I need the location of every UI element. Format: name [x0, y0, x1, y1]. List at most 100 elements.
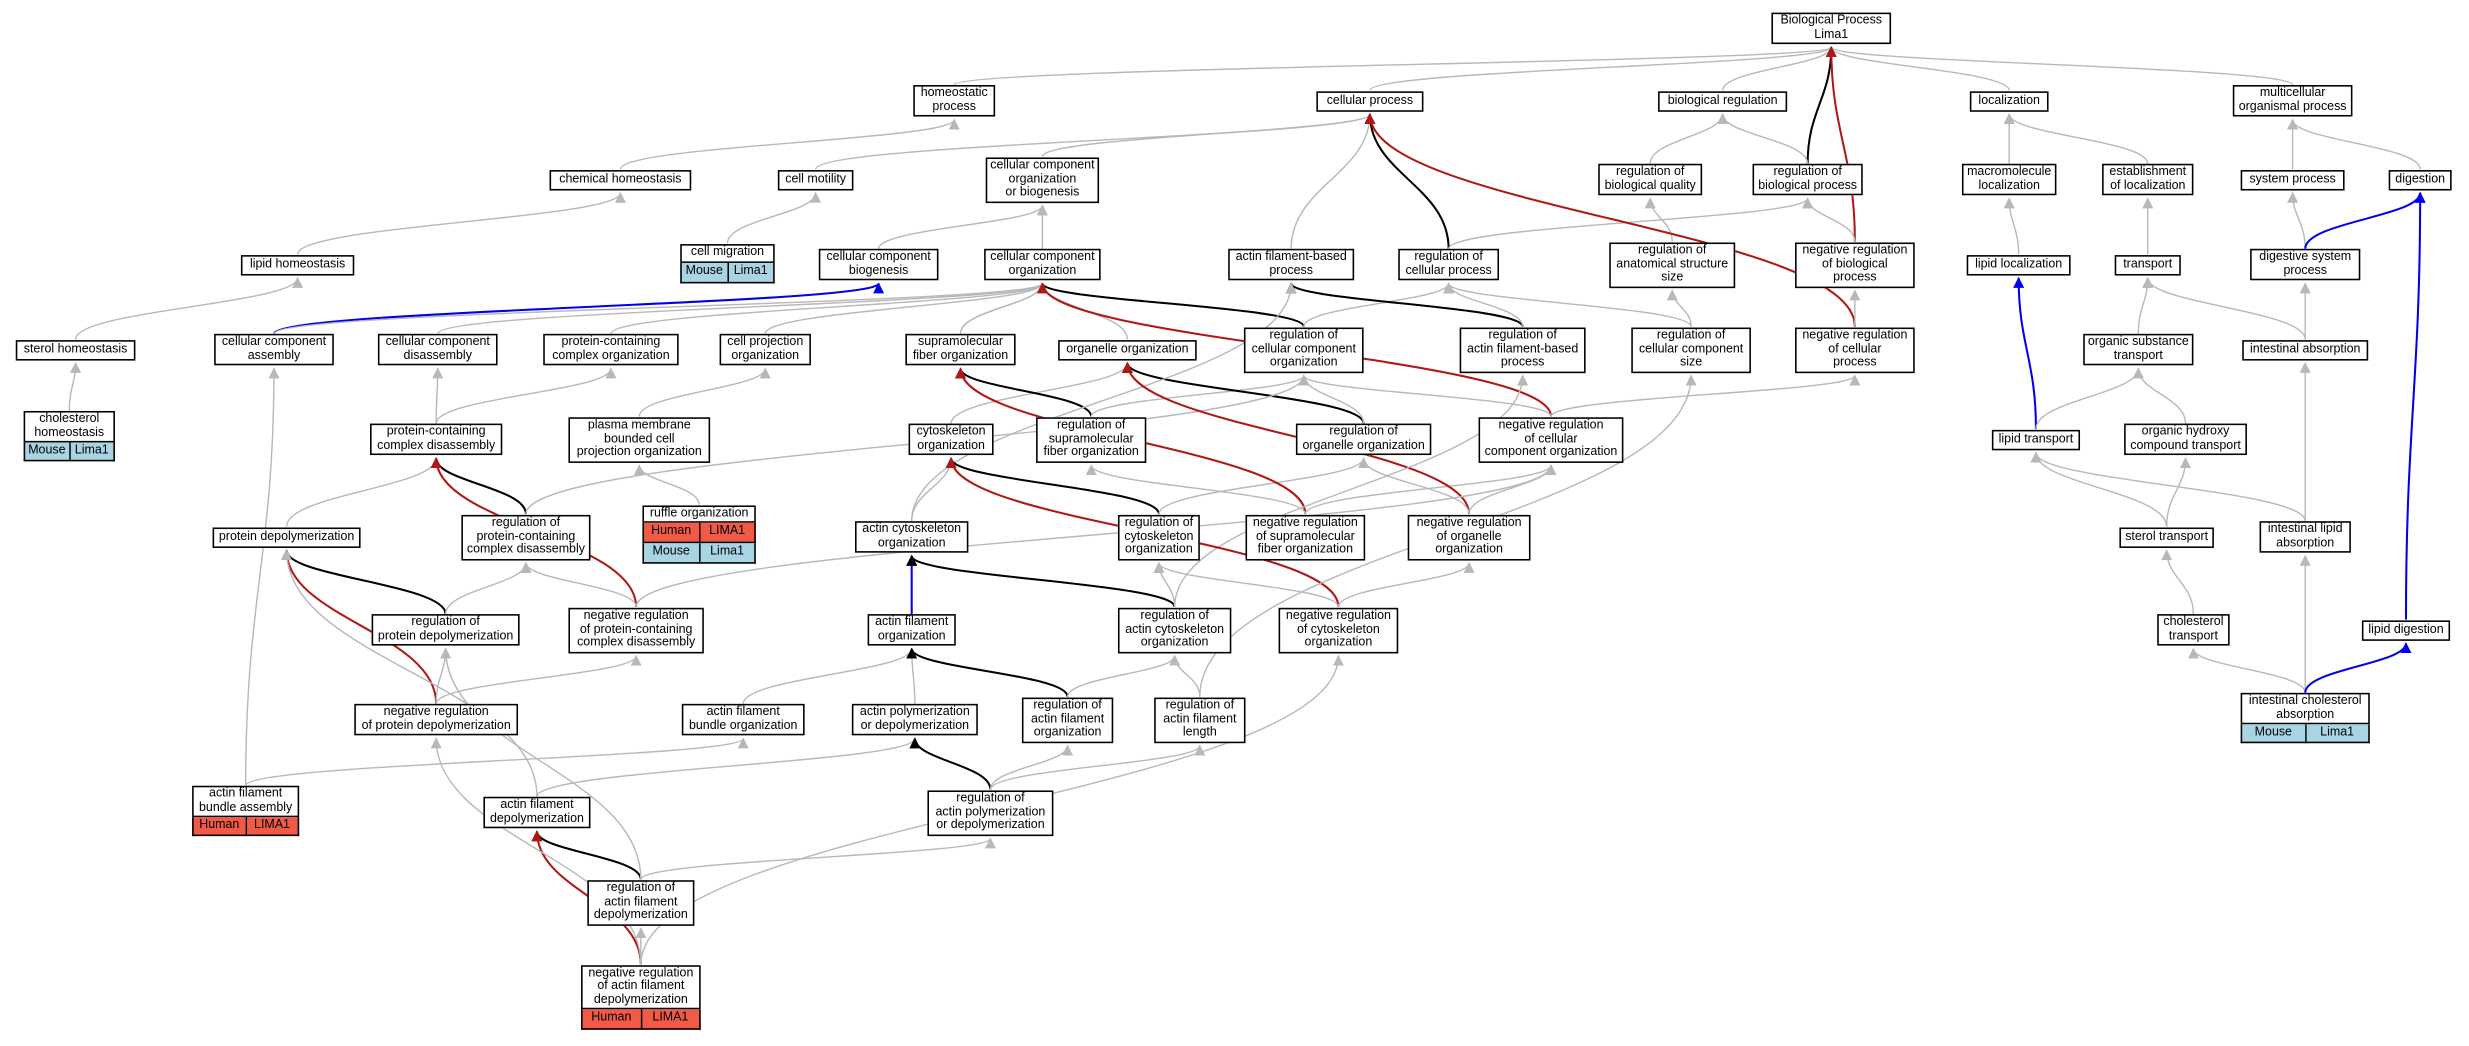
- go-term-node-choltrans[interactable]: cholesterol transport: [2157, 614, 2230, 646]
- regulates-edge: [531, 830, 642, 880]
- is-a-edge: [520, 561, 637, 608]
- go-term-node-regass[interactable]: regulation of anatomical structure size: [1609, 241, 1736, 288]
- go-term-node-sterolhomeo[interactable]: sterol homeostasis: [15, 339, 136, 360]
- go-term-node-cellproc[interactable]: cellular process: [1316, 90, 1424, 112]
- go-term-node-regcco[interactable]: regulation of cellular component organiz…: [1243, 326, 1364, 373]
- go-term-node-lipiddig[interactable]: lipid digestion: [2361, 619, 2451, 641]
- go-term-node-digestion[interactable]: digestion: [2388, 169, 2452, 190]
- go-term-node-cellproj[interactable]: cell projection organization: [719, 333, 811, 366]
- is-a-edge: [1826, 46, 2294, 86]
- go-term-label: regulation of anatomical structure size: [1609, 241, 1736, 288]
- go-term-node-cco[interactable]: cellular component organization: [984, 248, 1101, 281]
- go-term-node-intabs[interactable]: intestinal absorption: [2242, 339, 2369, 360]
- go-term-label: ruffle organization: [642, 504, 756, 522]
- go-term-node-actcyto[interactable]: actin cytoskeleton organization: [855, 521, 969, 553]
- go-term-node-negregcyto[interactable]: negative regulation of cytoskeleton orga…: [1278, 607, 1399, 653]
- go-term-node-ccob[interactable]: cellular component organization or bioge…: [985, 156, 1100, 203]
- go-term-label: lipid digestion: [2361, 619, 2451, 641]
- go-term-node-negregbp[interactable]: negative regulation of biological proces…: [1795, 241, 1915, 288]
- go-term-node-ccbiog[interactable]: cellular component biogenesis: [818, 248, 939, 281]
- annotation-edge: [2404, 191, 2426, 620]
- go-term-node-cellmot[interactable]: cell motility: [777, 169, 854, 190]
- go-term-node-negregsupfib[interactable]: negative regulation of supramolecular fi…: [1245, 514, 1366, 560]
- go-term-node-regactcyto[interactable]: regulation of actin cytoskeleton organiz…: [1117, 607, 1232, 653]
- regulates-edge: [906, 647, 1069, 698]
- go-term-node-regprotdepol[interactable]: regulation of protein depolymerization: [371, 614, 520, 646]
- go-term-node-regactfil[interactable]: regulation of actin filament organizatio…: [1021, 696, 1114, 743]
- go-term-node-negregafdepol[interactable]: negative regulation of actin filament de…: [581, 964, 701, 1030]
- go-term-node-negregprotdepol[interactable]: negative regulation of protein depolymer…: [354, 703, 519, 736]
- go-term-node-intlipid[interactable]: intestinal lipid absorption: [2259, 521, 2351, 553]
- go-term-node-regcp[interactable]: regulation of cellular process: [1398, 248, 1500, 281]
- go-term-node-supfib[interactable]: supramolecular fiber organization: [905, 333, 1016, 366]
- go-term-node-regcyto[interactable]: regulation of cytoskeleton organization: [1117, 514, 1200, 560]
- go-term-node-regsupfib[interactable]: regulation of supramolecular fiber organ…: [1036, 416, 1147, 463]
- go-term-node-negregcco[interactable]: negative regulation of cellular componen…: [1478, 416, 1624, 463]
- is-a-edge: [633, 464, 700, 505]
- gene-label: LIMA1: [641, 1009, 701, 1030]
- go-term-node-protdepol[interactable]: protein depolymerization: [212, 526, 361, 548]
- go-term-node-lipidhomeo[interactable]: lipid homeostasis: [240, 254, 355, 275]
- go-term-node-pcco[interactable]: protein-containing complex organization: [543, 333, 679, 366]
- go-term-node-lipidtrans[interactable]: lipid transport: [1991, 429, 2081, 450]
- is-a-edge: [1369, 46, 1837, 92]
- go-term-node-bp[interactable]: Biological Process Lima1: [1771, 12, 1892, 45]
- go-term-node-local[interactable]: localization: [1969, 90, 2049, 112]
- go-term-node-regafbp[interactable]: regulation of actin filament-based proce…: [1459, 326, 1586, 373]
- go-term-label: cellular component biogenesis: [818, 248, 939, 281]
- go-term-node-regpcdis[interactable]: regulation of protein-containing complex…: [461, 514, 591, 560]
- is-a-edge: [1169, 654, 1201, 697]
- go-term-node-actfil[interactable]: actin filament organization: [867, 614, 956, 646]
- go-term-node-afdepol[interactable]: actin filament depolymerization: [483, 796, 591, 829]
- is-a-edge: [950, 361, 1133, 424]
- go-term-label: actin cytoskeleton organization: [855, 521, 969, 553]
- is-a-edge: [1358, 457, 1470, 515]
- go-term-node-regbioq[interactable]: regulation of biological quality: [1598, 163, 1703, 196]
- go-term-node-homeo[interactable]: homeostatic process: [913, 85, 996, 117]
- go-term-node-pmproj[interactable]: plasma membrane bounded cell projection …: [568, 416, 711, 463]
- go-term-node-chemhomeo[interactable]: chemical homeostasis: [549, 169, 692, 190]
- go-term-label: negative regulation of protein-containin…: [568, 607, 704, 653]
- is-a-edge: [989, 744, 1074, 790]
- go-term-node-negregcp[interactable]: negative regulation of cellular process: [1795, 326, 1915, 373]
- go-term-label: cellular component organization: [984, 248, 1101, 281]
- is-a-edge: [430, 737, 642, 965]
- go-term-node-lipidloc[interactable]: lipid localization: [1966, 254, 2071, 275]
- go-term-node-ccdisassembly[interactable]: cellular component disassembly: [377, 333, 498, 366]
- go-term-node-actpoly[interactable]: actin polymerization or depolymerization: [851, 703, 978, 736]
- go-term-node-digsys[interactable]: digestive system process: [2250, 248, 2361, 281]
- go-term-node-negregorg[interactable]: negative regulation of organelle organiz…: [1407, 514, 1531, 560]
- go-term-node-orgorg[interactable]: organelle organization: [1058, 339, 1197, 360]
- is-a-edge: [910, 282, 1297, 522]
- go-term-node-macroloc[interactable]: macromolecule localization: [1961, 163, 2057, 196]
- go-term-node-negregpcdis[interactable]: negative regulation of protein-containin…: [568, 607, 704, 653]
- species-label: Mouse: [23, 441, 71, 462]
- go-term-node-regccsize[interactable]: regulation of cellular component size: [1631, 326, 1751, 373]
- go-term-node-regafdepol[interactable]: regulation of actin filament depolymeriz…: [587, 879, 695, 926]
- go-term-node-cytoorg[interactable]: cytoskeleton organization: [908, 423, 994, 456]
- go-term-node-sterol[interactable]: sterol transport: [2119, 526, 2214, 548]
- go-term-node-multi[interactable]: multicellular organismal process: [2232, 85, 2353, 117]
- go-term-node-bioreg[interactable]: biological regulation: [1658, 90, 1788, 112]
- go-term-node-ccassembly[interactable]: cellular component assembly: [214, 333, 334, 366]
- go-term-node-regafl[interactable]: regulation of actin filament length: [1154, 696, 1246, 743]
- regulates-edge: [1806, 46, 1837, 164]
- go-term-node-orgsub[interactable]: organic substance transport: [2083, 333, 2194, 366]
- go-term-node-regbiop[interactable]: regulation of biological process: [1752, 163, 1863, 196]
- is-a-edge: [2165, 457, 2192, 527]
- go-term-node-regactpoly[interactable]: regulation of actin polymerization or de…: [927, 789, 1054, 836]
- go-term-node-pcdis[interactable]: protein-containing complex disassembly: [370, 423, 503, 456]
- go-term-node-regorg[interactable]: regulation of organelle organization: [1295, 423, 1432, 456]
- go-term-node-afbundle[interactable]: actin filament bundle organization: [681, 703, 805, 736]
- go-term-node-sysproc[interactable]: system process: [2240, 169, 2345, 190]
- is-a-edge: [1173, 374, 1529, 608]
- go-term-node-afbp[interactable]: actin filament-based process: [1228, 248, 1355, 281]
- go-term-node-estloc[interactable]: establishment of localization: [2102, 163, 2194, 196]
- go-term-node-orghyd[interactable]: organic hydroxy compound transport: [2124, 423, 2247, 456]
- go-term-node-transport[interactable]: transport: [2114, 254, 2181, 275]
